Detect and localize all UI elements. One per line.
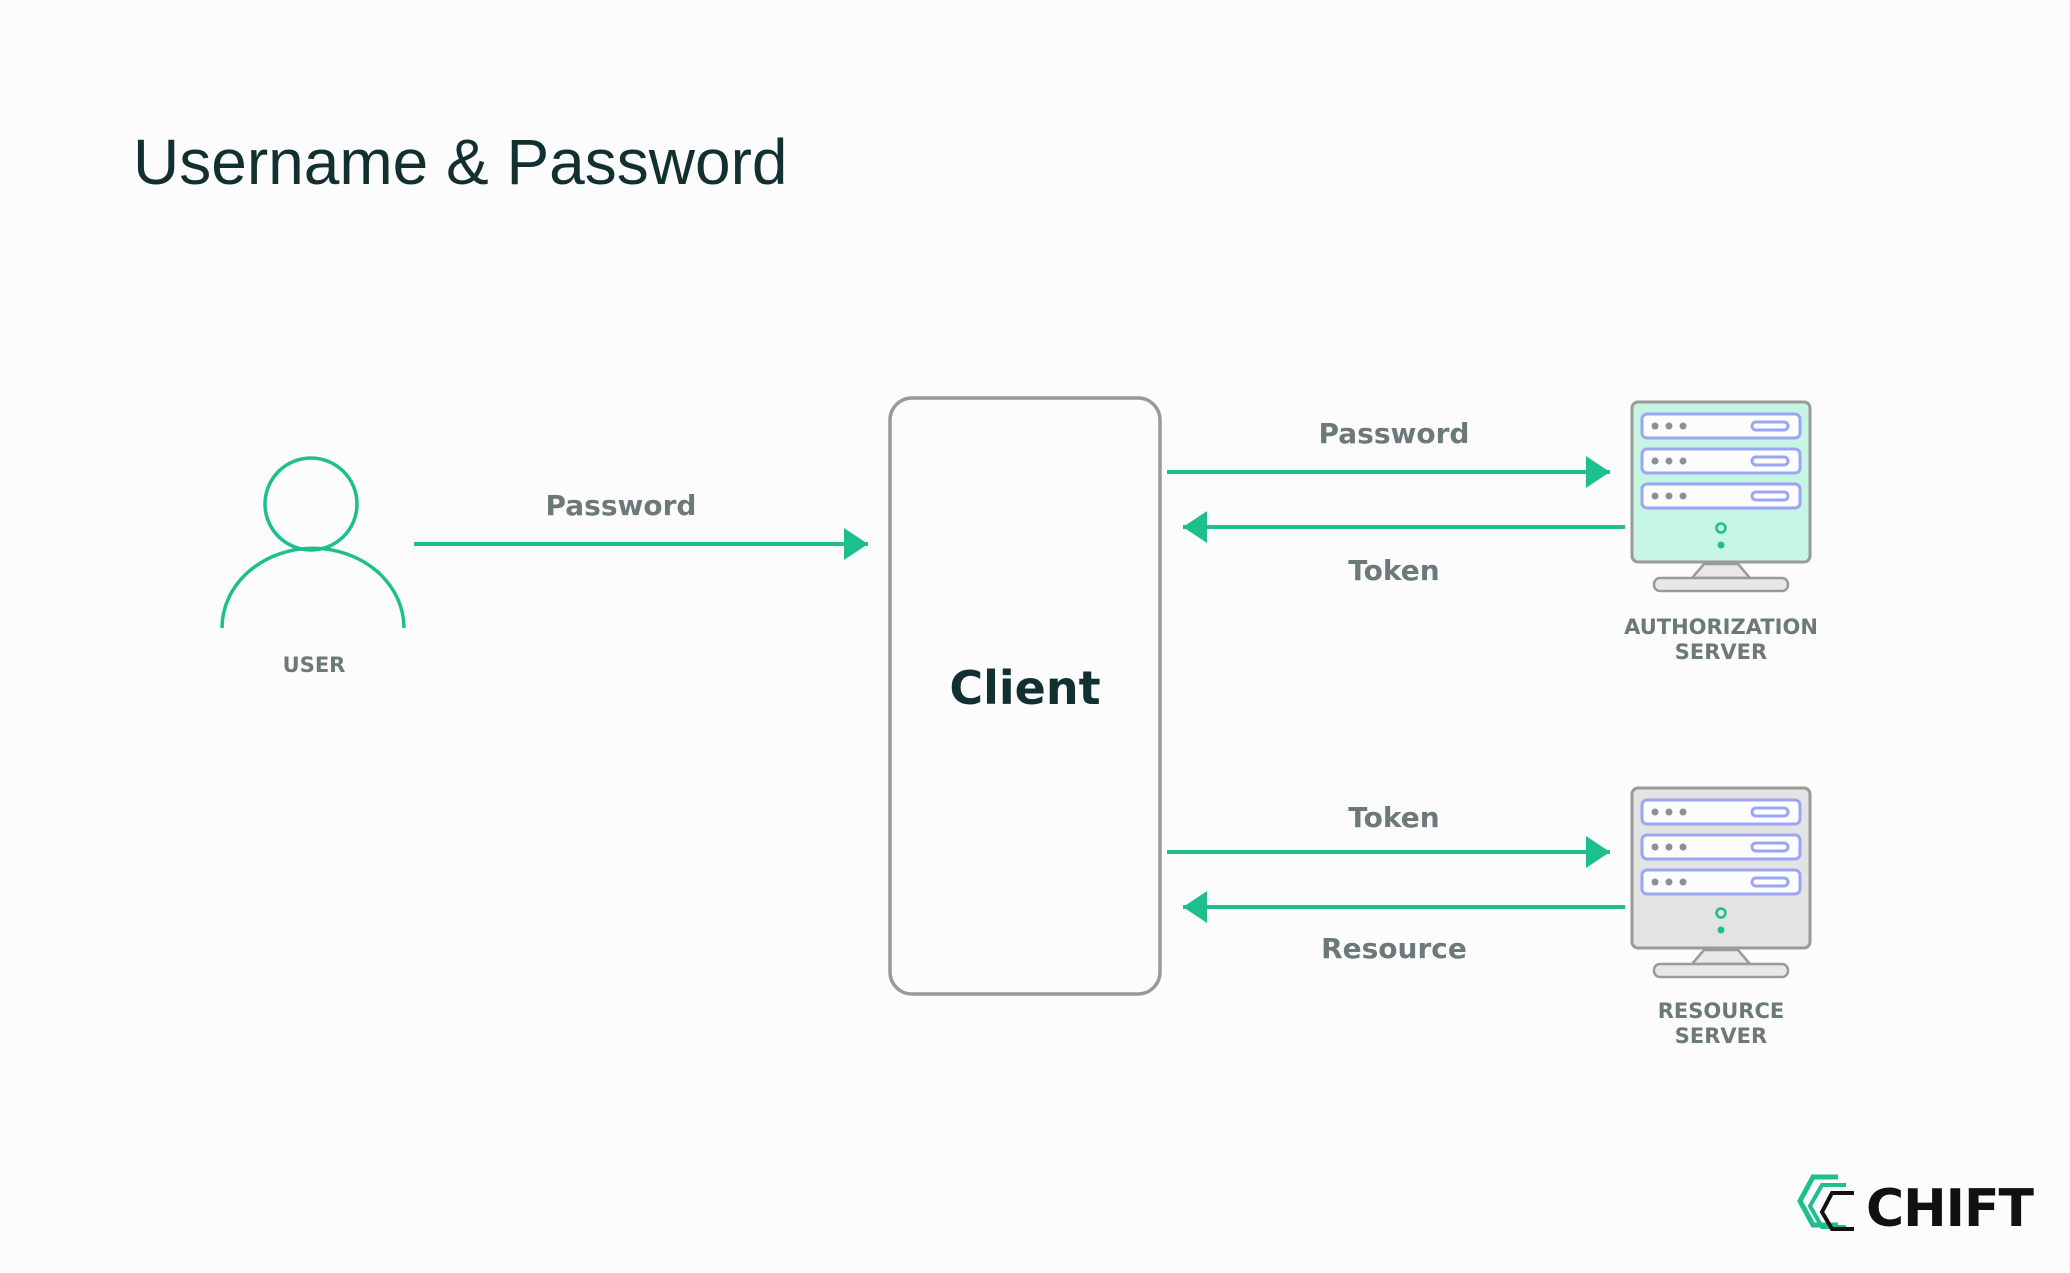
user-caption: USER [283, 653, 346, 677]
label-user-to-client: Password [546, 489, 697, 522]
auth-server-caption-line1: AUTHORIZATION [1624, 615, 1818, 639]
brand-name: CHIFT [1866, 1179, 2035, 1239]
label-resource-to-client: Resource [1321, 932, 1467, 965]
label-auth-to-client: Token [1348, 554, 1439, 587]
label-client-to-resource: Token [1348, 801, 1439, 834]
client-box [888, 396, 1162, 996]
authorization-server-icon [1630, 400, 1812, 593]
client-label: Client [949, 661, 1100, 715]
resource-server-caption-line1: RESOURCE [1658, 999, 1784, 1023]
label-client-to-auth: Password [1319, 417, 1470, 450]
resource-server-caption-line2: SERVER [1675, 1024, 1767, 1048]
auth-server-caption-line2: SERVER [1675, 640, 1767, 664]
user-icon [220, 456, 406, 629]
diagram-title: Username & Password [133, 126, 787, 198]
chift-logo-icon [1797, 1174, 1854, 1231]
resource-server-icon [1630, 786, 1812, 979]
